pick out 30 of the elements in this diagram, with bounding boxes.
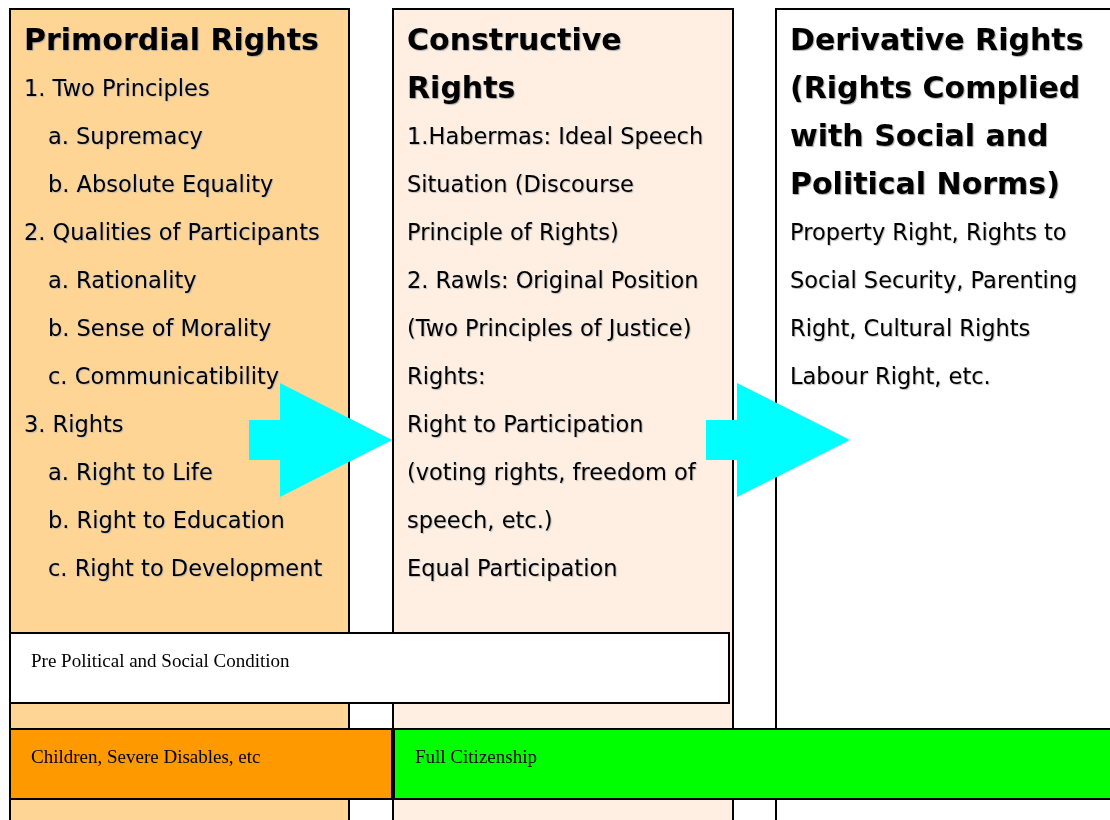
- list-item: b. Right to Education: [47, 506, 286, 535]
- list-item: a. Right to Life: [47, 458, 214, 487]
- rights-column: [775, 8, 1110, 820]
- column-heading: Derivative Rights (Rights Complied with Social and Political Norms): [790, 21, 1085, 203]
- block-arrow: [249, 383, 392, 497]
- block-arrow: [706, 383, 850, 497]
- condition-bar: [9, 728, 393, 800]
- list-item: 2. Qualities of Participants: [24, 218, 321, 247]
- list-item: Equal Participation: [407, 554, 619, 583]
- condition-bar: [9, 632, 730, 704]
- list-item: c. Communicatibility: [47, 362, 281, 391]
- column-heading: Primordial Rights: [24, 21, 320, 59]
- bar-label: Full Citizenship: [415, 746, 538, 768]
- list-item: a. Rationality: [47, 266, 198, 295]
- list-item: 2. Rawls: Original Position (Two Principles of Justice): [407, 266, 700, 343]
- list-item: Right to Participation (voting rights, freedom of speech, etc.): [407, 410, 697, 535]
- list-item: 1. Two Principles: [24, 74, 211, 103]
- list-item: c. Right to Development: [47, 554, 324, 583]
- list-item: b. Absolute Equality: [47, 170, 275, 199]
- list-item: Property Right, Rights to Social Security, Parenting Right, Cultural Rights: [790, 218, 1079, 343]
- list-item: 1.Habermas: Ideal Speech Situation (Discourse Principle of Rights): [407, 122, 705, 247]
- list-item: a. Supremacy: [47, 122, 204, 151]
- list-item: Rights:: [407, 362, 487, 391]
- list-item: b. Sense of Morality: [47, 314, 273, 343]
- bar-label: Children, Severe Disables, etc: [31, 746, 262, 768]
- condition-bar: [393, 728, 1110, 800]
- column-heading: Constructive Rights: [407, 21, 623, 107]
- list-item: 3. Rights: [24, 410, 125, 439]
- bar-label: Pre Political and Social Condition: [31, 650, 291, 672]
- list-item: Labour Right, etc.: [790, 362, 992, 391]
